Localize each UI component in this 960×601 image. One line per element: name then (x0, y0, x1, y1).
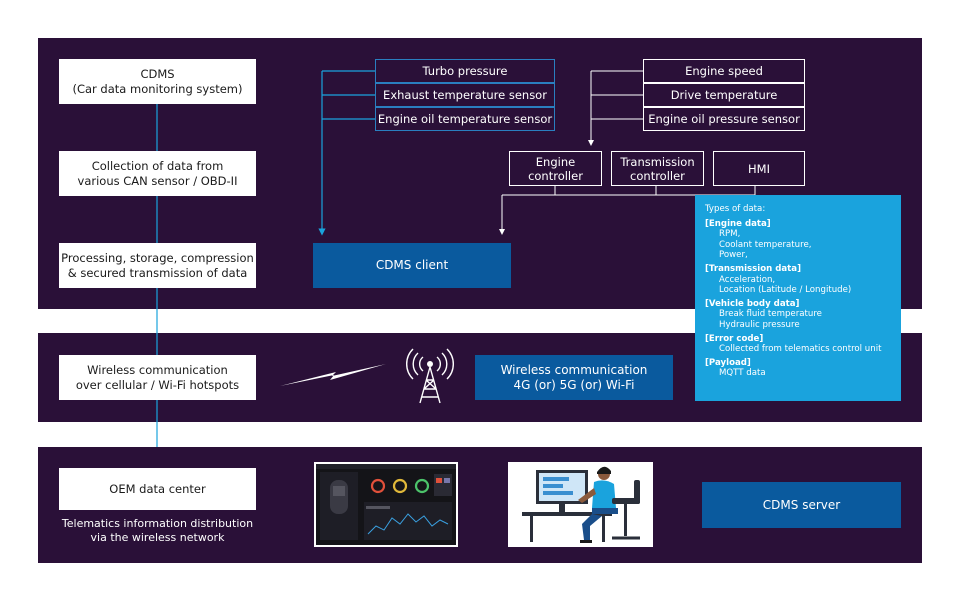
worker-graphic (522, 466, 640, 543)
oem-label: OEM data center (109, 481, 206, 496)
collection-label: Collection of data from various CAN sens… (77, 158, 238, 188)
sensor-engine-oil-temperature: Engine oil temperature sensor (375, 107, 555, 131)
person-at-desk-illustration (508, 462, 653, 547)
sensor-exhaust-temperature: Exhaust temperature sensor (375, 83, 555, 107)
cdms-box: CDMS (Car data monitoring system) (59, 59, 256, 104)
info-item: Break fluid temperature (719, 309, 822, 320)
info-section-transmission: [Transmission data] Acceleration, Locati… (705, 264, 891, 296)
info-item: RPM, (719, 229, 741, 240)
collection-box: Collection of data from various CAN sens… (59, 151, 256, 196)
antenna-tower-icon (406, 348, 454, 404)
hmi-label: HMI (748, 161, 770, 176)
cdms-client-label: CDMS client (375, 258, 449, 272)
info-item: Collected from telematics control unit (719, 344, 882, 355)
lightning-bolt-icon (280, 364, 386, 386)
engine-controller-label: Engine controller (528, 154, 583, 183)
oem-caption: Telematics information distribution via … (61, 517, 254, 544)
sensor-engine-speed: Engine speed (643, 59, 805, 83)
info-item: Coolant temperature, (719, 239, 812, 250)
info-section-payload: [Payload] MQTT data (705, 358, 891, 379)
info-section-title: [Engine data] (705, 218, 771, 229)
sensor-turbo-pressure: Turbo pressure (375, 59, 555, 83)
oem-box: OEM data center (59, 468, 256, 510)
wireless-cellular-box: Wireless communication over cellular / W… (59, 355, 256, 400)
info-item: MQTT data (719, 368, 766, 379)
info-item: Acceleration, (719, 274, 776, 285)
engine-controller: Engine controller (509, 151, 602, 186)
info-section-error-code: [Error code] Collected from telematics c… (705, 334, 891, 355)
cdms-label: CDMS (Car data monitoring system) (72, 66, 243, 96)
wireless-network-box: Wireless communication 4G (or) 5G (or) W… (475, 355, 673, 400)
info-item: Power, (719, 250, 748, 261)
data-types-title: Types of data: (705, 204, 766, 214)
cdms-server-label: CDMS server (762, 497, 841, 512)
wireless-cellular-label: Wireless communication over cellular / W… (75, 362, 240, 392)
info-section-title: [Transmission data] (705, 263, 801, 274)
info-item: Location (Latitude / Longitude) (719, 285, 852, 296)
cdms-client-box: CDMS client (313, 243, 511, 288)
info-item: Hydraulic pressure (719, 319, 800, 330)
info-section-vehicle-body: [Vehicle body data] Break fluid temperat… (705, 299, 891, 331)
data-types-panel: Types of data: [Engine data] RPM, Coolan… (695, 195, 901, 401)
processing-box: Processing, storage, compression & secur… (59, 243, 256, 288)
info-section-engine: [Engine data] RPM, Coolant temperature, … (705, 219, 891, 261)
hmi-controller: HMI (713, 151, 805, 186)
transmission-controller: Transmission controller (611, 151, 704, 186)
dashboard-screenshot (314, 462, 458, 547)
sensor-engine-oil-pressure: Engine oil pressure sensor (643, 107, 805, 131)
wireless-network-label: Wireless communication 4G (or) 5G (or) W… (500, 362, 648, 392)
dashboard-graphic (316, 464, 456, 545)
processing-label: Processing, storage, compression & secur… (61, 250, 254, 280)
transmission-controller-label: Transmission controller (620, 154, 695, 183)
info-section-title: [Vehicle body data] (705, 298, 800, 309)
cdms-server-box: CDMS server (702, 482, 901, 528)
info-section-title: [Payload] (705, 357, 751, 368)
info-section-title: [Error code] (705, 333, 764, 344)
sensor-drive-temperature: Drive temperature (643, 83, 805, 107)
